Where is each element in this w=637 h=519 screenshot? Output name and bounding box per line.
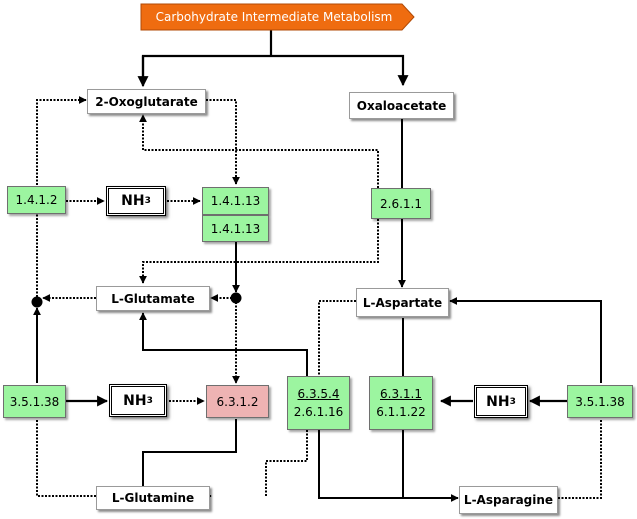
enzyme-1-4-1-13-top[interactable]: 1.4.1.13 bbox=[202, 187, 269, 215]
metabolite-oxaloacetate[interactable]: Oxaloacetate bbox=[349, 92, 454, 119]
enzyme-1-4-1-13-bottom[interactable]: 1.4.1.13 bbox=[202, 215, 269, 242]
metabolite-aspartate[interactable]: L-Aspartate bbox=[356, 288, 449, 317]
enzyme-1-4-1-2[interactable]: 1.4.1.2 bbox=[7, 186, 66, 214]
edge-glutamate-to-oxoglutarate-1412 bbox=[36, 96, 87, 297]
edge-oxoglutarate-to-14113 bbox=[206, 99, 240, 185]
edge-asparagine-to-35138 bbox=[558, 419, 602, 499]
edge-aspartate-to-6354 bbox=[318, 300, 356, 376]
edge-6354-to-glutamine bbox=[265, 430, 308, 496]
metabolite-oxoglutarate[interactable]: 2-Oxoglutarate bbox=[87, 89, 206, 114]
header-banner: Carbohydrate Intermediate Metabolism bbox=[140, 3, 416, 31]
enzyme-6-3-1-1-label: 6.3.1.1 bbox=[380, 387, 422, 401]
edge-header-split bbox=[141, 30, 403, 85]
edge-6312-to-glutamine bbox=[142, 419, 237, 500]
enzyme-6-1-1-22-label: 6.1.1.22 bbox=[376, 405, 426, 419]
metabolite-asparagine[interactable]: L-Asparagine bbox=[459, 486, 558, 514]
edge-glutamine-to-35138 bbox=[36, 419, 96, 497]
enzyme-6-3-5-4-label: 6.3.5.4 bbox=[297, 387, 340, 401]
header-title: Carbohydrate Intermediate Metabolism bbox=[155, 10, 393, 24]
enzyme-3-5-1-38-right[interactable]: 3.5.1.38 bbox=[567, 385, 633, 418]
enzyme-2-6-1-16-label: 2.6.1.16 bbox=[293, 405, 344, 419]
metabolite-glutamate[interactable]: L-Glutamate bbox=[96, 286, 210, 311]
junction-center bbox=[230, 292, 242, 304]
edge-2611-to-oxoglutarate bbox=[139, 114, 379, 188]
junction-left bbox=[31, 296, 43, 308]
enzyme-3-5-1-38-left[interactable]: 3.5.1.38 bbox=[3, 385, 66, 418]
edge-2611-to-glutamate bbox=[139, 219, 379, 284]
enzyme-2-6-1-1[interactable]: 2.6.1.1 bbox=[371, 188, 431, 219]
edge-6354-to-glutamate bbox=[139, 312, 308, 376]
metabolite-glutamine[interactable]: L-Glutamine bbox=[96, 486, 210, 510]
edge-to-asparagine bbox=[318, 430, 459, 502]
edge-35138-right-to-aspartate bbox=[449, 297, 602, 383]
enzyme-6-3-1-2[interactable]: 6.3.1.2 bbox=[206, 385, 269, 418]
enzyme-6-3-5-4-2-6-1-16[interactable]: 6.3.5.4 2.6.1.16 bbox=[287, 376, 350, 430]
banner-shape bbox=[140, 3, 415, 31]
enzyme-6-3-1-1-6-1-1-22[interactable]: 6.3.1.1 6.1.1.22 bbox=[369, 376, 433, 430]
